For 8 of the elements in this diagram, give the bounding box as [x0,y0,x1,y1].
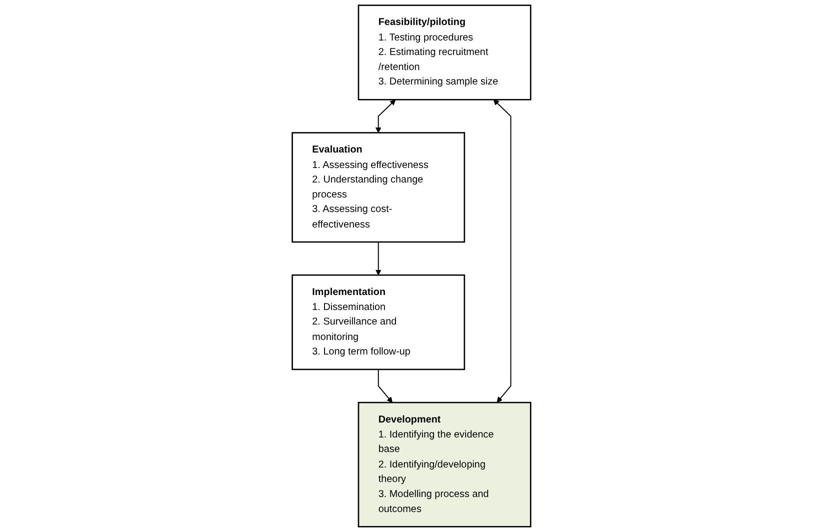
node-box: Feasibility/piloting 1. Testing procedures 2. Estimating recruitment /retention 3. Determining sample size [357,4,531,100]
node-box: Implementation 1. Dissemination 2. Surveillance and monitoring 3. Long term follow-up [291,274,465,370]
arrow [374,100,396,134]
node-box: Development 1. Identifying the evidence base 2. Identifying/developing theory 3. Modelling process and outcomes [357,402,531,528]
arrow [374,242,381,276]
arrow [377,368,392,403]
node-box: Evaluation 1. Assessing effectiveness 2. Understanding change process 3. Assessing cost-effectiveness [291,132,465,243]
arrow [492,99,511,403]
